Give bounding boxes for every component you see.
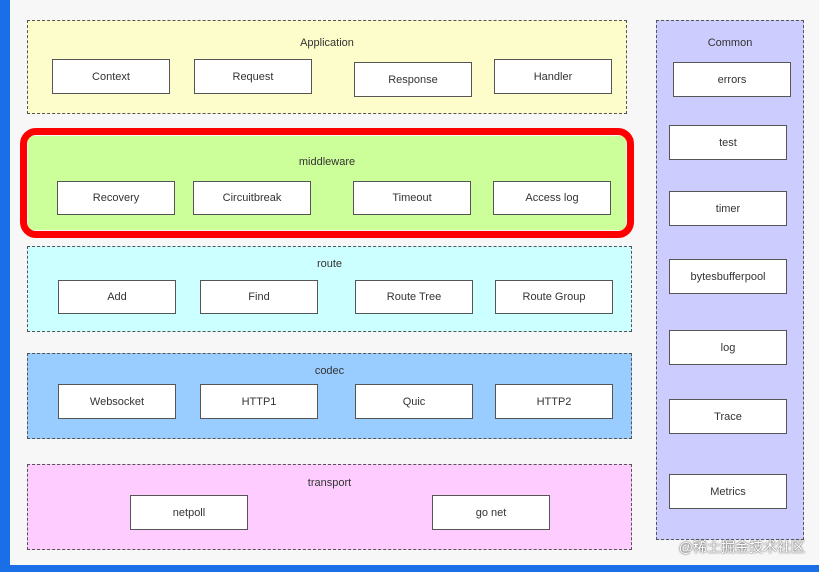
recovery-box: Recovery [57, 181, 175, 215]
architecture-diagram: Application Context Request Response Han… [10, 0, 819, 565]
transport-layer-title: transport [307, 477, 352, 489]
middleware-layer: middleware Recovery Circuitbreak Timeout… [28, 136, 626, 230]
route-group-box: Route Group [495, 280, 613, 314]
errors-box: errors [673, 62, 791, 97]
handler-box: Handler [494, 59, 612, 94]
timer-box: timer [669, 191, 787, 226]
log-box: log [669, 330, 787, 365]
add-box: Add [58, 280, 176, 314]
request-box: Request [194, 59, 312, 94]
middleware-layer-title: middleware [298, 156, 356, 168]
route-layer: route Add Find Route Tree Route Group [27, 246, 632, 332]
timeout-box: Timeout [353, 181, 471, 215]
transport-layer: transport netpoll go net [27, 464, 632, 550]
circuitbreak-box: Circuitbreak [193, 181, 311, 215]
quic-box: Quic [355, 384, 473, 419]
http2-box: HTTP2 [495, 384, 613, 419]
codec-layer: codec Websocket HTTP1 Quic HTTP2 [27, 353, 632, 439]
go-net-box: go net [432, 495, 550, 530]
codec-layer-title: codec [314, 365, 345, 377]
http1-box: HTTP1 [200, 384, 318, 419]
bytesbufferpool-box: bytesbufferpool [669, 259, 787, 294]
netpoll-box: netpoll [130, 495, 248, 530]
common-layer: Common errors test timer bytesbufferpool… [656, 20, 804, 540]
response-box: Response [354, 62, 472, 97]
middleware-highlight-frame [20, 128, 634, 238]
find-box: Find [200, 280, 318, 314]
common-layer-title: Common [707, 37, 753, 49]
route-tree-box: Route Tree [355, 280, 473, 314]
test-box: test [669, 125, 787, 160]
route-layer-title: route [316, 258, 343, 270]
watermark: @稀土掘金技术社区 [678, 539, 805, 555]
access-log-box: Access log [493, 181, 611, 215]
trace-box: Trace [669, 399, 787, 434]
application-layer-title: Application [300, 37, 354, 49]
context-box: Context [52, 59, 170, 94]
application-layer: Application Context Request Response Han… [27, 20, 627, 114]
metrics-box: Metrics [669, 474, 787, 509]
websocket-box: Websocket [58, 384, 176, 419]
